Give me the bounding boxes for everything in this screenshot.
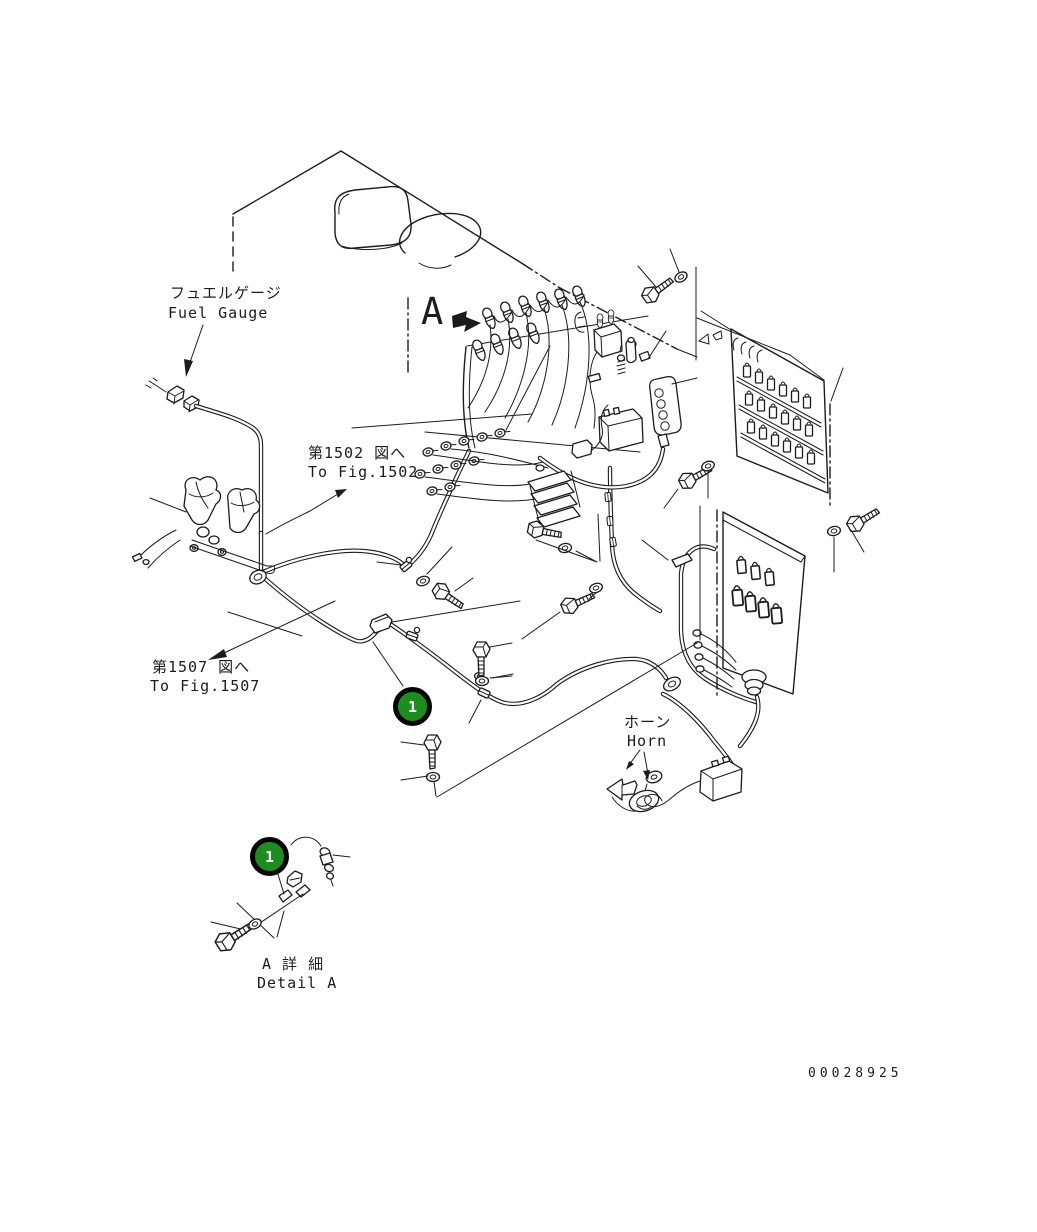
washer xyxy=(826,524,842,538)
harness-grommet xyxy=(249,569,267,585)
mounting-bolts xyxy=(423,272,884,770)
callout-1-detail[interactable]: 1 xyxy=(250,837,289,876)
bolt xyxy=(423,734,442,770)
detail-connector xyxy=(319,847,335,887)
horn-relay xyxy=(699,755,743,802)
box-bottom-connector xyxy=(741,669,767,696)
canister-sensor xyxy=(625,336,637,364)
plug-connector xyxy=(571,439,593,459)
callout-1-detail-label: 1 xyxy=(264,847,275,866)
fuel-gauge-label-en: Fuel Gauge xyxy=(168,304,269,322)
to-fig-1502-label-en: To Fig.1502 xyxy=(308,463,419,481)
detail-clip xyxy=(278,889,293,903)
horn-leaders xyxy=(628,749,649,775)
leader-lines xyxy=(227,248,865,798)
to-fig-1502-label-jp: 第1502 図へ xyxy=(308,444,407,462)
fig1502-arrowhead xyxy=(335,489,347,498)
bolt xyxy=(843,502,884,536)
machine-body-outline xyxy=(232,150,844,506)
fuse-panel xyxy=(700,310,829,494)
washer xyxy=(587,581,605,595)
four-socket-connector-strip xyxy=(649,376,682,448)
to-fig-1507-label-jp: 第1507 図へ xyxy=(152,658,251,676)
part-number: 00028925 xyxy=(808,1066,903,1081)
cap-opening xyxy=(398,212,482,269)
fuel-gauge-label-jp: フュエルゲージ xyxy=(170,284,282,302)
washer xyxy=(474,675,490,687)
harness-plug xyxy=(662,676,682,692)
left-connector-cluster xyxy=(131,476,275,575)
view-a-arrow xyxy=(452,311,481,332)
horn-label-en: Horn xyxy=(627,732,668,750)
harness-clip xyxy=(476,686,492,700)
to-fig-1507-label-en: To Fig.1507 xyxy=(150,677,261,695)
engine-harness-cluster xyxy=(413,284,682,528)
washer xyxy=(672,269,690,285)
fig1507-arrowhead xyxy=(208,649,227,660)
spark-plug-sensor xyxy=(616,345,626,375)
detail-a-label-jp: A 詳 細 xyxy=(262,955,325,973)
callout-1-main-label: 1 xyxy=(407,697,418,716)
reference-arrows xyxy=(184,311,650,780)
plug-connector xyxy=(638,350,651,362)
horn-assembly xyxy=(606,755,743,813)
fig1507-leader xyxy=(223,600,336,654)
washer xyxy=(414,574,432,588)
bolt xyxy=(638,272,678,307)
e-connector xyxy=(574,311,586,333)
harness-clamp-bracket xyxy=(369,613,393,634)
detail-a-label-en: Detail A xyxy=(257,974,338,992)
horn-disc-small xyxy=(645,770,663,784)
view-a-letter: A xyxy=(421,290,444,333)
stacked-connector-block xyxy=(527,464,581,528)
relay-box xyxy=(641,505,806,698)
detail-clip xyxy=(295,884,311,898)
washer xyxy=(425,771,441,783)
callout-1-main[interactable]: 1 xyxy=(393,687,432,726)
horn-arrowhead xyxy=(626,761,634,770)
small-relay xyxy=(593,309,623,358)
horn-label-jp: ホーン xyxy=(624,713,672,731)
detail-a-drawing xyxy=(210,836,351,956)
fuel-gauge-connector xyxy=(145,377,200,413)
bolt xyxy=(472,641,491,677)
fuel-gauge-arrowhead xyxy=(184,359,193,377)
bolt xyxy=(429,579,469,615)
fig1502-leader xyxy=(265,493,339,535)
horn-arrowhead xyxy=(643,770,650,780)
small-relay xyxy=(598,406,644,452)
clip-screw xyxy=(405,556,413,564)
